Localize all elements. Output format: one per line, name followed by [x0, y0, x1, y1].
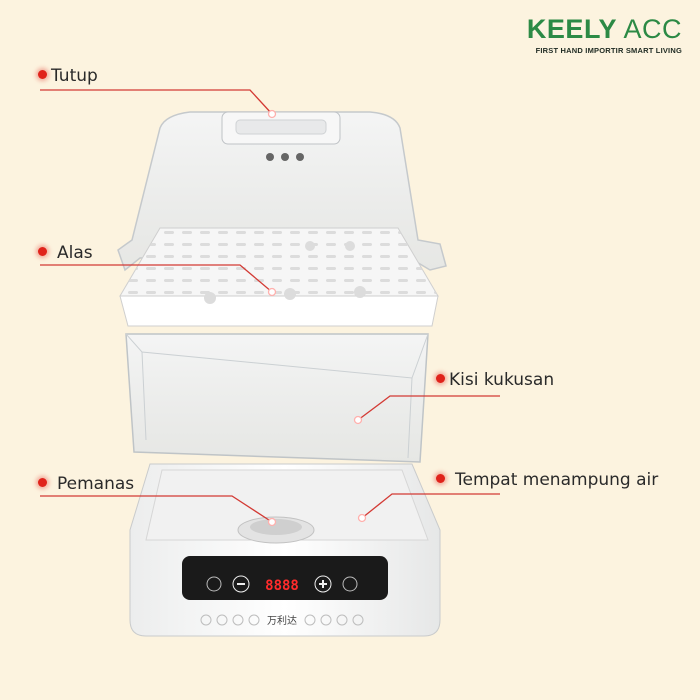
vent-hole-1: [266, 153, 274, 161]
pointer-lines: [40, 89, 500, 527]
brand-name-bold: KEELY: [526, 14, 617, 44]
pointer-line-kisi: [357, 395, 500, 421]
label-tempat-text: Tempat menampung air: [455, 470, 659, 490]
label-pemanas: Pemanas: [38, 474, 134, 494]
label-tempat: Tempat menampung air: [436, 470, 658, 490]
brand-name-light: ACC: [623, 14, 682, 44]
start-button[interactable]: [342, 576, 358, 592]
label-kisi: Kisi kukusan: [436, 370, 554, 390]
pointer-dot: [38, 69, 47, 79]
plus-button[interactable]: [314, 575, 332, 593]
pointer-line-tempat: [361, 493, 500, 519]
pointer-line-pemanas: [40, 495, 273, 523]
label-tutup-text: Tutup: [51, 66, 98, 86]
tray: [119, 227, 439, 327]
pointer-dot: [38, 477, 47, 487]
minus-button[interactable]: [232, 575, 250, 593]
label-tutup: Tutup: [38, 66, 98, 86]
steamer-basket: [125, 333, 429, 463]
brand-logo-on-base: 万利达: [267, 615, 297, 627]
label-alas-text: Alas: [57, 243, 93, 263]
label-kisi-text: Kisi kukusan: [449, 370, 555, 390]
pointer-line-alas: [40, 264, 273, 293]
brand-name: KEELY ACC: [527, 14, 682, 45]
label-pemanas-text: Pemanas: [57, 474, 135, 494]
heater-base: 8888 万利达: [129, 463, 441, 637]
label-alas: Alas: [38, 243, 93, 263]
function-buttons: [200, 614, 364, 626]
control-panel: [182, 556, 388, 600]
brand-tagline: FIRST HAND IMPORTIR SMART LIVING: [535, 46, 682, 55]
pointer-dot: [436, 473, 445, 483]
display-readout: 8888: [265, 578, 299, 594]
power-button[interactable]: [206, 576, 222, 592]
pointer-dot: [436, 373, 445, 383]
brand-logo: KEELY ACC FIRST HAND IMPORTIR SMART LIVI…: [527, 14, 682, 55]
pointer-dot: [38, 246, 47, 256]
vent-hole-2: [281, 153, 289, 161]
pointer-line-tutup: [40, 89, 273, 115]
vent-hole-3: [296, 153, 304, 161]
